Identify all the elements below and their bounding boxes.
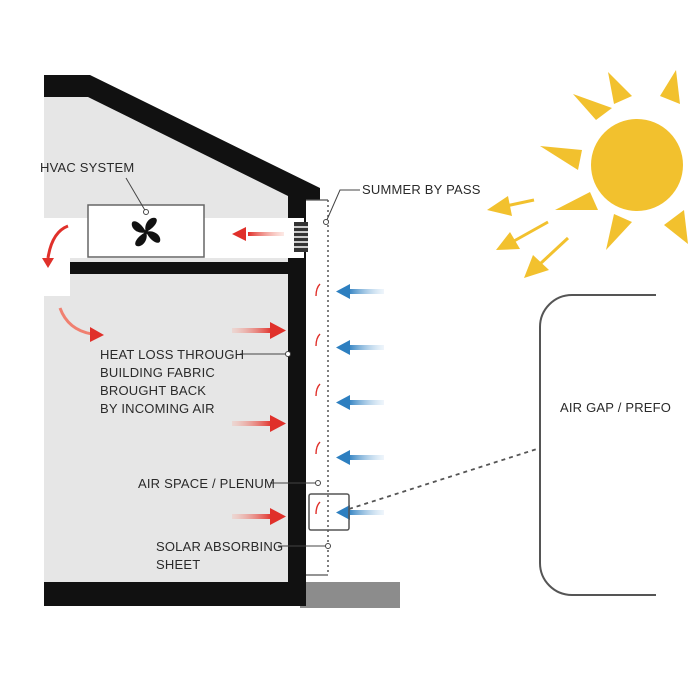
bypass-arrow	[232, 227, 284, 241]
warm-arrow	[232, 508, 286, 525]
duct-curve-arrow	[46, 224, 69, 259]
cool-arrows	[336, 284, 384, 520]
grille-lines	[294, 226, 308, 248]
warm-arrow	[232, 322, 286, 339]
label-hvac-system: HVAC SYSTEM	[40, 160, 134, 175]
leader-hvac	[125, 177, 147, 213]
house	[44, 75, 320, 606]
label-heat-loss-line2: BUILDING FABRIC	[100, 365, 215, 380]
cool-arrow	[336, 450, 384, 465]
label-heat-loss-line1: HEAT LOSS THROUGH	[100, 347, 244, 362]
crop-mask	[656, 280, 700, 610]
label-air-gap: AIR GAP / PREFO	[560, 400, 671, 415]
sun-ray-arrow	[487, 196, 535, 216]
label-solar-sheet-line2: SHEET	[156, 557, 200, 572]
fan-icon	[131, 217, 161, 247]
warm-arrow	[232, 415, 286, 432]
cool-arrow	[336, 395, 384, 410]
sun-ray-arrow	[524, 236, 570, 278]
duct-curve-arrow-head	[42, 258, 54, 268]
label-solar-sheet-line1: SOLAR ABSORBING	[156, 539, 283, 554]
hvac-duct	[44, 204, 308, 296]
room-curve-arrow-head	[90, 327, 104, 342]
ceiling-slab	[44, 262, 288, 274]
label-heat-loss-line3: BROUGHT BACK	[100, 383, 206, 398]
label-heat-loss-line4: BY INCOMING AIR	[100, 401, 215, 416]
ground-slab	[300, 582, 400, 608]
sun-icon	[540, 70, 688, 250]
plenum-rise-arrows	[315, 283, 321, 515]
cool-arrow	[336, 284, 384, 299]
sun-ray-arrow	[496, 220, 549, 250]
cool-arrow	[336, 340, 384, 355]
label-air-space: AIR SPACE / PLENUM	[138, 476, 275, 491]
sun-ray-arrows	[487, 196, 570, 278]
room-curve-arrow	[58, 307, 93, 336]
leader-summer-bypass	[325, 189, 360, 223]
cool-arrow	[336, 505, 384, 520]
warm-arrows	[232, 322, 286, 525]
detail-zoom-box	[308, 493, 350, 531]
label-summer-bypass: SUMMER BY PASS	[362, 182, 481, 197]
leader-lines	[125, 177, 360, 549]
detail-connector	[348, 447, 541, 510]
